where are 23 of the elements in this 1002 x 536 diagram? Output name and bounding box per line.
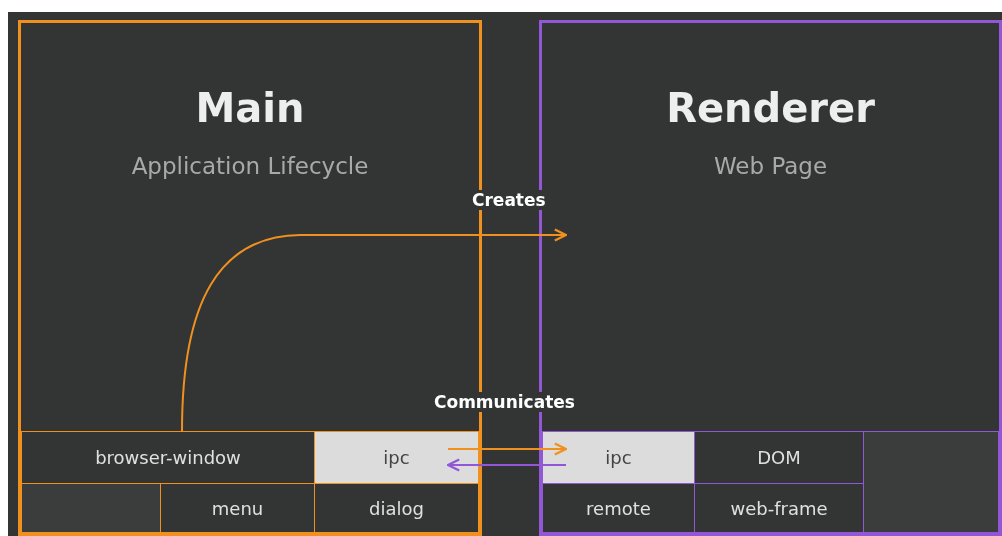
module-cell <box>314 483 479 533</box>
edge-label: Communicates <box>432 392 577 412</box>
cell-label: web-frame <box>730 497 828 519</box>
edge-label: Creates <box>470 190 548 210</box>
cell-label: browser-window <box>95 447 241 468</box>
module-cell <box>863 431 999 533</box>
cell-label: ipc <box>383 447 410 468</box>
cell-label: DOM <box>757 447 801 468</box>
module-cell <box>21 483 161 533</box>
arrow <box>447 442 568 456</box>
module-cell <box>314 431 479 484</box>
cell-label: dialog <box>369 497 424 519</box>
arrow <box>446 458 567 472</box>
module-cell <box>542 431 695 484</box>
cell-label: menu <box>211 497 264 519</box>
arrow <box>181 228 568 432</box>
panel-subtitle: Application Lifecycle <box>131 153 369 179</box>
cell-label: ipc <box>605 447 632 468</box>
panel-title: Renderer <box>666 85 875 131</box>
module-cell <box>542 483 695 533</box>
panel-subtitle: Web Page <box>713 153 828 179</box>
panel-title: Main <box>195 85 305 131</box>
cell-label: remote <box>586 497 651 519</box>
